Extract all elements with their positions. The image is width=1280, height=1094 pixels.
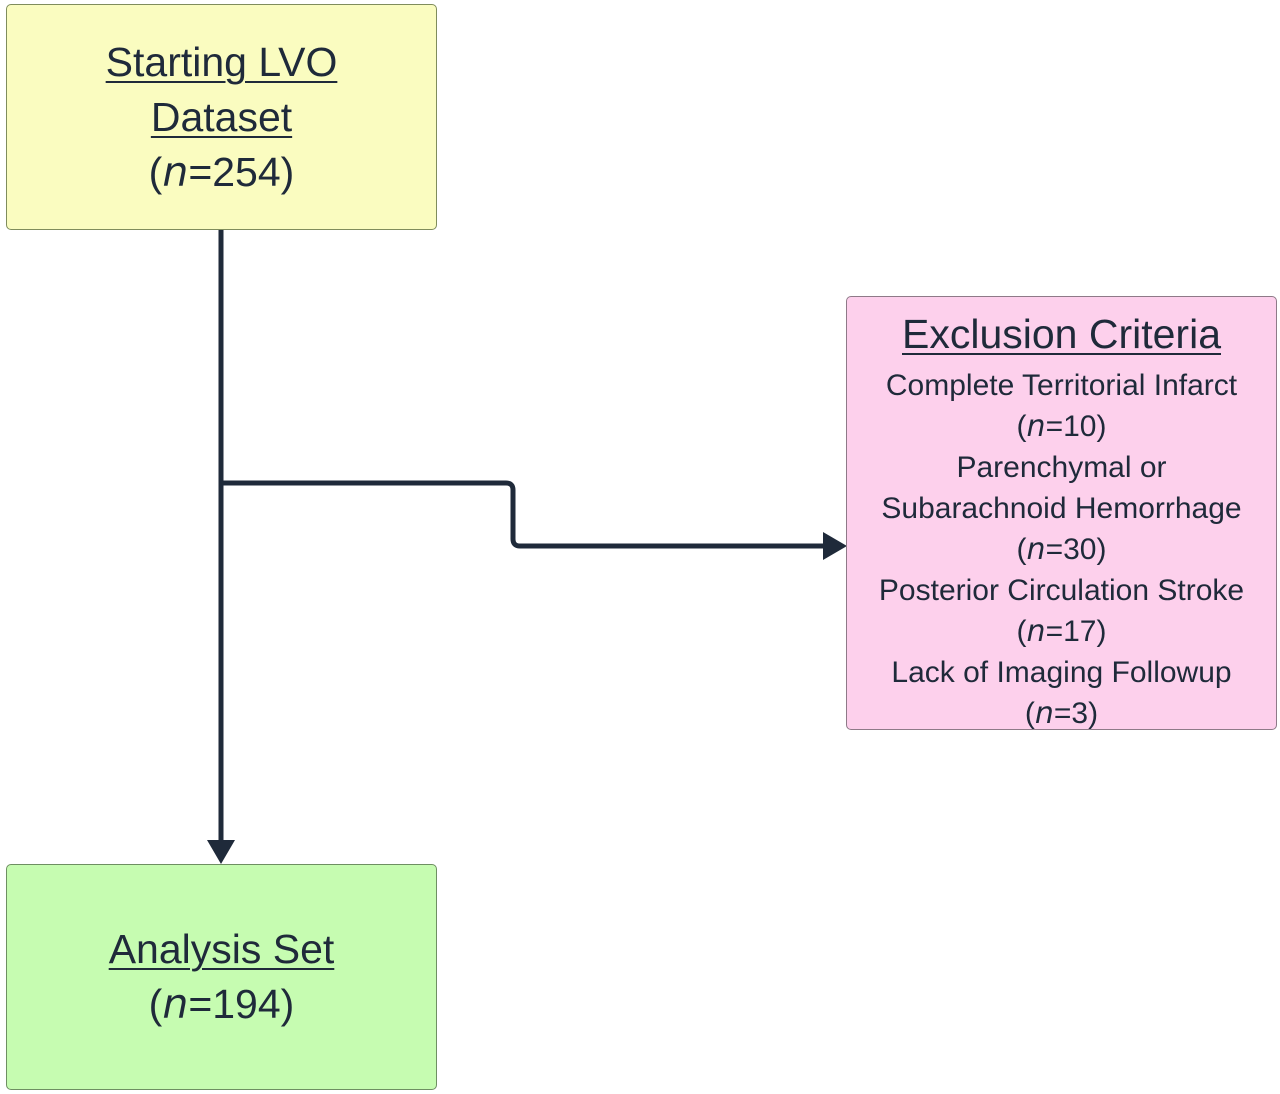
main-arrowhead	[207, 840, 235, 864]
criterion-label: Complete Territorial Infarct	[885, 369, 1238, 402]
starting-dataset-box: Starting LVO Dataset (n=254)	[6, 4, 437, 230]
n-symbol: n	[1034, 696, 1054, 731]
analysis-set-title: Analysis Set	[108, 926, 335, 972]
starting-dataset-n-value: =254	[188, 148, 281, 195]
criterion-n-value: =3	[1053, 697, 1089, 730]
analysis-set-box: Analysis Set (n=194)	[6, 864, 437, 1090]
n-symbol: n	[1026, 409, 1046, 444]
criterion-count: (n=3)	[1024, 696, 1099, 731]
criterion-label: Parenchymal or	[956, 451, 1167, 484]
criterion-label: Lack of Imaging Followup	[891, 656, 1232, 689]
exclusion-arrowhead	[823, 532, 847, 560]
criterion-count: (n=30)	[1016, 532, 1107, 567]
criterion-count: (n=10)	[1016, 409, 1107, 444]
n-symbol: n	[1026, 614, 1046, 649]
n-symbol: n	[162, 980, 189, 1028]
starting-dataset-title-line2: Dataset	[150, 93, 293, 140]
criterion-count: (n=17)	[1016, 614, 1107, 649]
analysis-set-count: (n=194)	[148, 980, 295, 1028]
starting-dataset-title-line1: Starting LVO	[105, 38, 338, 85]
criterion-label: Subarachnoid Hemorrhage	[881, 492, 1242, 525]
n-symbol: n	[162, 147, 189, 196]
n-symbol: n	[1026, 532, 1046, 567]
exclusion-branch-arrow	[221, 480, 823, 549]
criterion-n-value: =17	[1045, 615, 1097, 648]
starting-dataset-count: (n=254)	[148, 147, 295, 196]
criterion-label: Posterior Circulation Stroke	[878, 574, 1245, 607]
analysis-set-n-value: =194	[188, 981, 281, 1027]
criterion-n-value: =30	[1045, 533, 1097, 566]
criterion-n-value: =10	[1045, 410, 1097, 443]
exclusion-criteria-box: Exclusion Criteria Complete Territorial …	[846, 296, 1277, 731]
exclusion-criteria-title: Exclusion Criteria	[902, 311, 1221, 357]
